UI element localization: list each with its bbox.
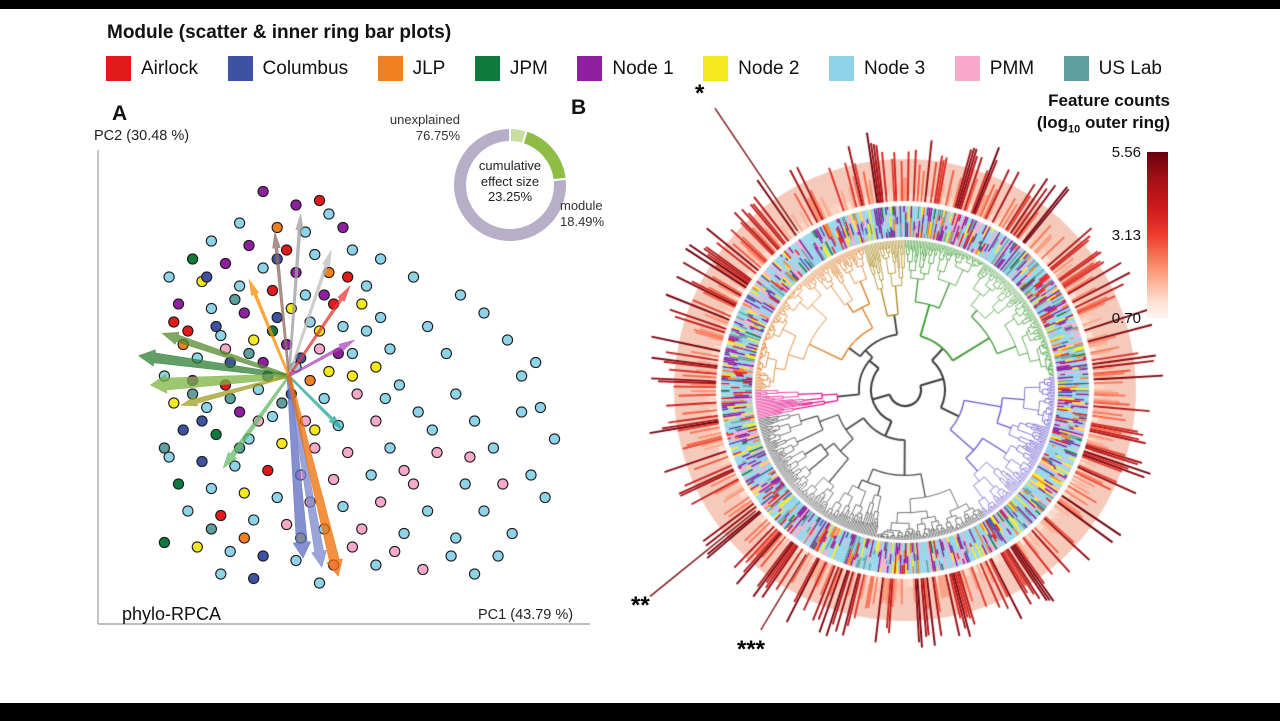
legend-label-columbus: Columbus [262, 57, 349, 79]
panel-b-label: B [571, 96, 587, 119]
donut-unexplained-text: unexplained [389, 112, 460, 127]
donut-center-pct: 23.25% [487, 189, 533, 205]
legend-item-jpm: JPM [474, 56, 548, 81]
legend-swatch-columbus [227, 56, 253, 81]
legend-swatch-jpm [474, 56, 500, 81]
donut-unexplained-label: unexplained 76.75% [342, 112, 460, 143]
colorbar-title: Feature counts (log10 outer ring) [970, 90, 1170, 137]
pca-scatter-plot [97, 150, 590, 625]
donut-unexplained-pct: 76.75% [415, 127, 460, 143]
feature-counts-colorbar [1147, 152, 1168, 318]
panel-a-pca: A PC2 (30.48 %) phylo-RPCA PC1 (43.79 %)… [90, 98, 605, 658]
colorbar-tick-0: 5.56 [1111, 144, 1141, 161]
legend-swatch-airlock [106, 56, 131, 81]
annotation-asterisk-3: *** [737, 636, 766, 663]
legend-label-jpm: JPM [509, 57, 548, 79]
ordination-method-label: phylo-RPCA [122, 604, 222, 624]
donut-center-line2: effect size [480, 173, 540, 189]
phylogenetic-tree-canvas [555, 70, 1255, 710]
module-legend-title: Module (scatter & inner ring bar plots) [107, 22, 452, 43]
legend-item-columbus: Columbus [227, 56, 349, 81]
colorbar-title-line1: Feature counts [1048, 91, 1170, 110]
legend-swatch-jlp [377, 56, 403, 81]
pc1-axis-label: PC1 (43.79 %) [478, 607, 574, 623]
colorbar-title-line2: (log10 outer ring) [1036, 113, 1170, 136]
pc2-axis-label: PC2 (30.48 %) [94, 128, 190, 144]
colorbar-tick-1: 3.13 [1111, 227, 1141, 244]
legend-label-airlock: Airlock [141, 57, 199, 79]
legend-item-jlp: JLP [377, 56, 446, 81]
panel-a-label: A [112, 102, 128, 125]
annotation-asterisk-2: ** [631, 592, 650, 619]
letterbox-top [0, 0, 1280, 9]
donut-center-line1: cumulative [478, 158, 542, 173]
annotation-asterisk-1: * [695, 80, 705, 107]
legend-label-jlp: JLP [412, 57, 446, 79]
panel-b-phylogeny: B * ** *** Feature counts (log10 outer r… [555, 70, 1270, 720]
legend-item-airlock: Airlock [106, 56, 198, 81]
colorbar-tick-2: 0.70 [1111, 310, 1141, 327]
donut-center-label: cumulative effect size 23.25% [460, 158, 560, 205]
